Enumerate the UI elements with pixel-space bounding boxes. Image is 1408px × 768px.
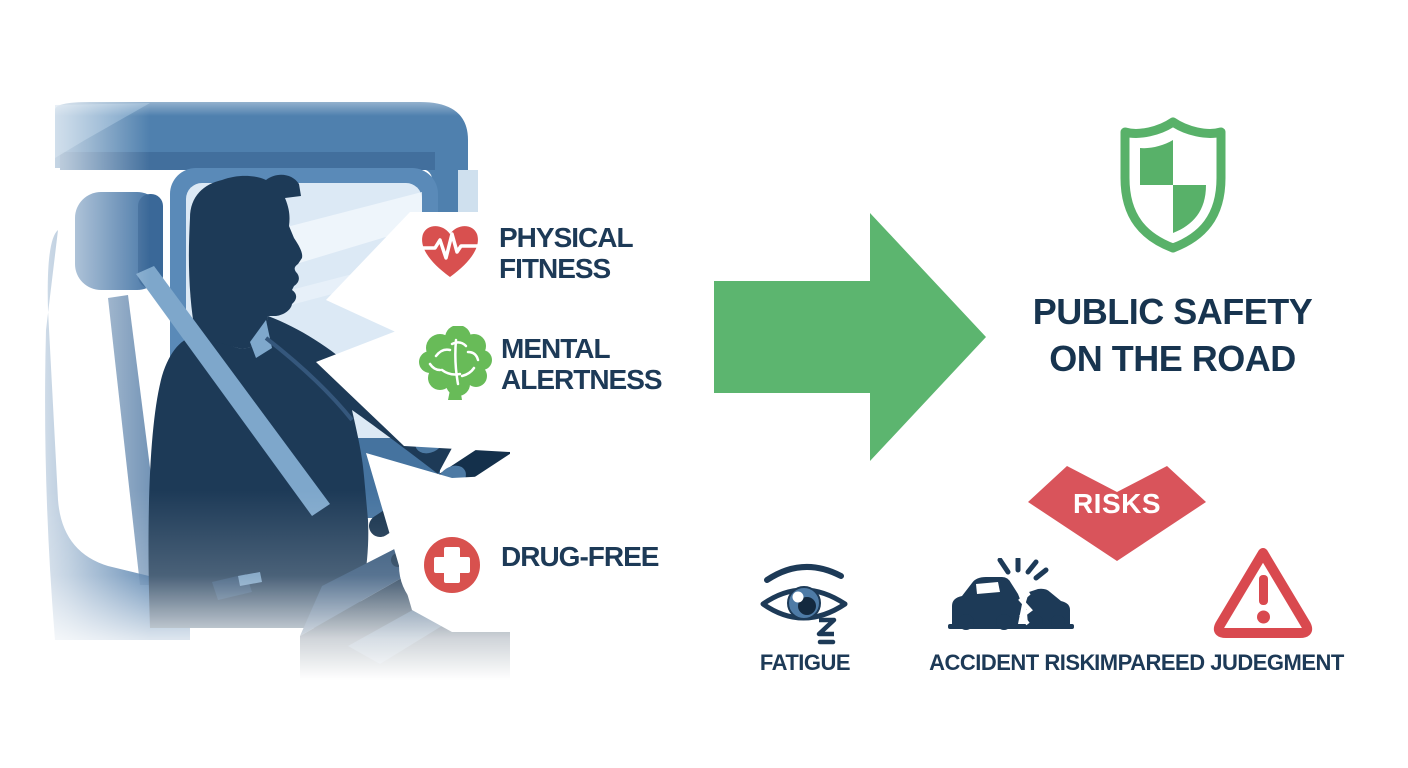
factor-physical-line2: FITNESS	[499, 253, 611, 284]
outcome-title-line2: ON THE ROAD	[1049, 338, 1296, 379]
driver-in-vehicle-illustration	[0, 80, 510, 680]
car-crash-icon	[948, 558, 1074, 630]
risk-label-accident-risk: ACCIDENT RISK	[929, 650, 1095, 675]
risk-label-impaired-judgment: IMPAREED JUDEGMENT	[1094, 650, 1344, 675]
safety-shield-icon	[1120, 117, 1226, 253]
risk-label-fatigue: FATIGUE	[759, 650, 851, 675]
factor-mental-alertness-label: MENTAL ALERTNESS	[501, 333, 663, 395]
factor-drug-free-label: DRUG-FREE	[501, 541, 659, 572]
factor-drugfree-line1: DRUG-FREE	[501, 541, 659, 572]
factor-mental-line2: ALERTNESS	[501, 364, 663, 395]
right-arrow-icon	[714, 213, 986, 461]
risks-banner-label: RISKS	[1072, 488, 1162, 519]
outcome-title-line1: PUBLIC SAFETY	[1032, 291, 1313, 332]
factor-mental-line1: MENTAL	[501, 333, 611, 364]
medical-cross-icon	[424, 537, 480, 593]
warning-triangle-icon	[1213, 548, 1313, 638]
outcome-title: PUBLIC SAFETY ON THE ROAD	[1000, 288, 1345, 382]
heart-pulse-icon	[419, 226, 481, 277]
factor-physical-line1: PHYSICAL	[499, 222, 634, 253]
risks-down-arrow-banner	[1028, 466, 1206, 561]
factor-physical-fitness-label: PHYSICAL FITNESS	[499, 222, 634, 284]
tired-eye-icon	[760, 564, 848, 645]
brain-icon	[419, 326, 492, 400]
